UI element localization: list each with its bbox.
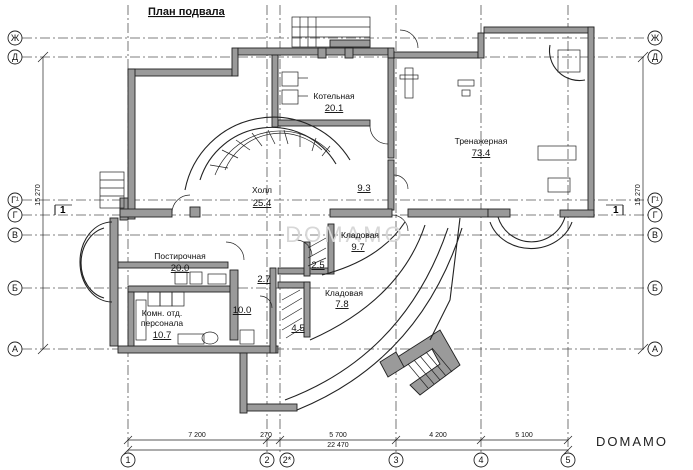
room-laundry-area: 20.0 — [171, 263, 190, 274]
axis-label-2: 2 — [264, 455, 269, 465]
axis-label-d-right: Д — [652, 52, 658, 62]
watermark-corner: DOMAMO — [596, 434, 668, 449]
room-storage1-area: 9.7 — [351, 242, 364, 253]
axis-label-g-right: Г — [653, 210, 658, 220]
axis-label-3: 3 — [393, 455, 398, 465]
section-mark-right: 1 — [613, 205, 619, 216]
stair-treads — [209, 129, 331, 169]
room-small1-area: 2.7 — [257, 274, 270, 285]
walls — [109, 26, 595, 414]
gym-equipment — [399, 49, 581, 193]
room-storage2-name: Кладовая — [325, 288, 363, 298]
entry-stairs-left — [99, 171, 125, 209]
room-staff-area: 10.7 — [153, 330, 172, 341]
room-small3-area: 4.5 — [291, 323, 304, 334]
axis-label-v-left: В — [12, 230, 18, 240]
room-corridor-area: 9.3 — [357, 183, 370, 194]
axis-label-d-left: Д — [12, 52, 18, 62]
room-gym-area: 73.4 — [472, 148, 491, 159]
axis-label-b-left: Б — [12, 283, 18, 293]
room-labels: Котельная 20.1 Тренажерная 73.4 Холл 25.… — [141, 91, 508, 341]
room-staff-name1: Комн. отд. — [142, 308, 182, 318]
room-boiler-area: 20.1 — [325, 103, 344, 114]
room-hall-area: 25.4 — [253, 198, 272, 209]
room-boiler-name: Котельная — [313, 91, 355, 101]
room-gym-name: Тренажерная — [455, 136, 508, 146]
room-laundry-name: Постирочная — [154, 251, 206, 261]
laundry-fixtures — [135, 271, 255, 345]
bottom-dimensions: 7 200 270 5 700 4 200 5 100 22 470 — [123, 432, 573, 455]
axis-label-2star: 2* — [283, 455, 292, 465]
axis-label-zh-left: Ж — [11, 33, 20, 43]
side-dimension-left: 15 270 — [35, 184, 42, 206]
door-swings — [171, 29, 419, 309]
stair-treads-bottom — [407, 347, 453, 389]
bottom-dim-3: 5 700 — [329, 432, 347, 439]
bottom-dim-1: 7 200 — [188, 432, 206, 439]
axis-label-v-right: В — [652, 230, 658, 240]
boiler-equipment — [281, 71, 308, 105]
axis-label-g1-left: Г¹ — [11, 195, 19, 205]
entry-stairs-top — [291, 16, 371, 48]
bottom-dim-4: 4 200 — [429, 432, 447, 439]
axis-label-4: 4 — [478, 455, 483, 465]
section-mark-left: 1 — [60, 205, 66, 216]
room-storage1-name: Кладовая — [341, 230, 379, 240]
axis-label-g1-right: Г¹ — [651, 195, 659, 205]
vertical-axes — [127, 5, 569, 452]
side-dimension-right: 15 270 — [635, 184, 642, 206]
room-staff-name2: персонала — [141, 318, 184, 328]
axis-label-g-left: Г — [13, 210, 18, 220]
room-bath-area: 10.0 — [233, 305, 252, 316]
room-hall-name: Холл — [252, 185, 272, 195]
room-storage2-area: 7.8 — [335, 299, 348, 310]
axis-label-a-right: А — [652, 344, 658, 354]
hatched-room — [281, 237, 327, 339]
total-dimension: 22 470 — [327, 442, 349, 449]
axis-label-a-left: А — [12, 344, 18, 354]
side-dimensions: 15 270 15 270 — [35, 51, 649, 355]
axis-label-5: 5 — [565, 455, 570, 465]
section-marks: 1 1 — [54, 204, 624, 216]
axis-bubbles-left: Ж Д Г¹ Г В Б А — [7, 30, 23, 357]
plan-title: План подвала — [148, 6, 226, 18]
axis-bubbles-bottom: 1 2 2* 3 4 5 — [120, 452, 576, 468]
bottom-dim-2: 270 — [260, 432, 272, 439]
axis-label-1: 1 — [125, 455, 130, 465]
room-small2-area: 2.5 — [311, 260, 324, 271]
watermark-center: DOMAMO — [285, 222, 404, 247]
axis-bubbles-right: Ж Д Г¹ Г В Б А — [647, 30, 663, 357]
axis-label-zh-right: Ж — [651, 33, 660, 43]
axis-label-b-right: Б — [652, 283, 658, 293]
bottom-dim-5: 5 100 — [515, 432, 533, 439]
